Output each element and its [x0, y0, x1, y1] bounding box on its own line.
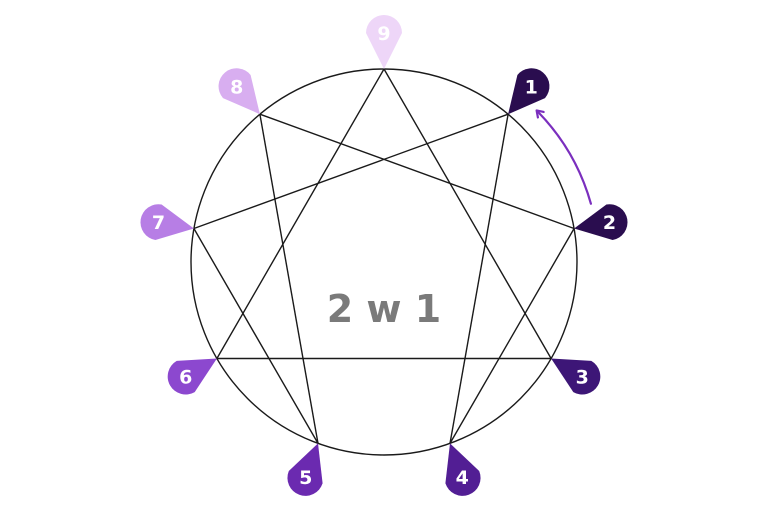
hexad-line-1-4 [449, 114, 509, 444]
hexad-line-5-7 [193, 228, 319, 444]
type-5-marker: 5 [287, 443, 323, 496]
type-9-marker: 9 [366, 15, 402, 69]
type-5-pin-shape [287, 443, 323, 496]
type-8-number: 8 [230, 77, 243, 99]
triangle-line-6-9 [216, 68, 385, 359]
wing-arrow [538, 112, 592, 205]
type-6-marker: 6 [167, 358, 217, 395]
hexad-line-2-8 [259, 113, 575, 230]
connection-lines [193, 68, 575, 444]
type-7-marker: 7 [140, 204, 194, 240]
type-markers: 1 2 3 4 5 6 7 8 9 [140, 15, 628, 496]
hexad-line-4-2 [449, 228, 575, 444]
type-3-pin-shape [551, 358, 601, 395]
type-7-pin-shape [140, 204, 194, 240]
type-2-number: 2 [603, 212, 616, 234]
enneagram-circle [190, 68, 578, 456]
hexad-line-8-5 [259, 114, 319, 444]
type-1-marker: 1 [508, 68, 550, 115]
hexad-line-7-1 [193, 113, 509, 230]
type-7-number: 7 [152, 212, 165, 234]
type-4-pin-shape [445, 443, 481, 496]
type-6-pin-shape [167, 358, 217, 395]
type-9-number: 9 [377, 23, 390, 45]
triangle-line-9-3 [383, 68, 552, 359]
type-8-pin-shape [218, 68, 260, 115]
type-1-pin-shape [508, 68, 550, 115]
type-5-number: 5 [299, 467, 312, 489]
type-8-marker: 8 [218, 68, 260, 115]
type-1-number: 1 [525, 77, 538, 99]
type-3-marker: 3 [551, 358, 601, 395]
type-4-marker: 4 [445, 443, 481, 496]
type-3-number: 3 [576, 367, 589, 389]
type-2-pin-shape [574, 204, 628, 240]
center-label: 2 w 1 [327, 287, 441, 331]
type-6-number: 6 [179, 367, 192, 389]
type-9-pin-shape [366, 15, 402, 69]
type-2-marker: 2 [574, 204, 628, 240]
type-4-number: 4 [456, 467, 469, 489]
